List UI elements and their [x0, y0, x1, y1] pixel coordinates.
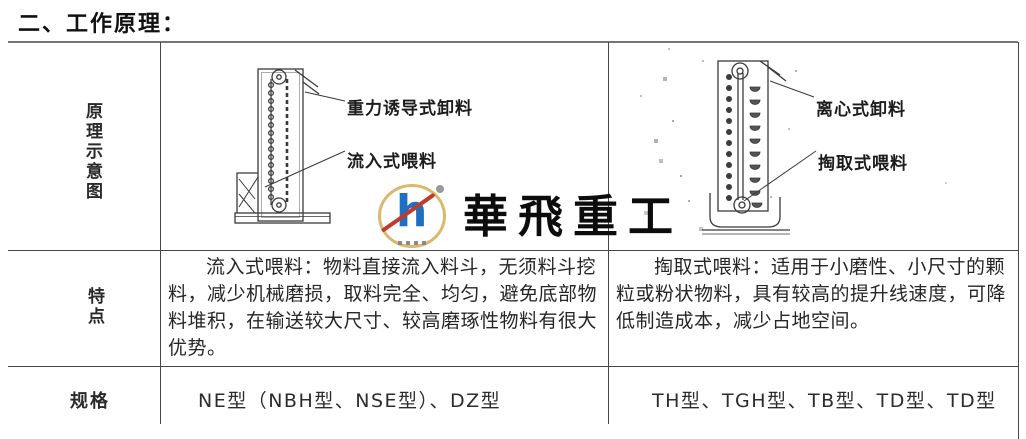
casing — [717, 60, 769, 212]
specs-left-models: NE型（NBH型、NSE型）、DZ型 — [198, 390, 502, 412]
bottom-pulley — [733, 196, 751, 214]
features-left-paragraph: 流入式喂料：物料直接流入料斗，无须料斗挖料，减少机械磨损，取料完全、均匀，避免底… — [168, 256, 598, 359]
specs-right-models: TH型、TGH型、TB型、TD型、TD型 — [652, 390, 997, 412]
brand-logo-ring-icon — [378, 184, 446, 248]
row-label-features: 特点 — [84, 287, 104, 327]
left-elevator-svg — [234, 68, 346, 224]
brand-logo-ball-icon — [436, 185, 444, 193]
row-divider-2 — [8, 366, 1018, 367]
chain-dots — [726, 74, 732, 201]
top-pulley — [731, 62, 749, 80]
buckets — [749, 86, 763, 208]
leader-discharge — [769, 80, 815, 98]
left-elevator-diagram — [225, 55, 395, 240]
right-elevator-svg — [702, 60, 817, 235]
left-feed-callout: 流入式喂料 — [347, 152, 437, 172]
brand-watermark-text: 華飛重工 — [463, 190, 684, 243]
table-top-border — [8, 41, 1018, 43]
boot — [709, 193, 781, 228]
base — [234, 212, 331, 224]
center-column-divider — [608, 42, 609, 424]
row-label-diagram: 原理示意图 — [82, 102, 102, 202]
right-discharge-callout: 离心式卸料 — [816, 100, 906, 120]
brand-logo-subtext-dots — [398, 241, 402, 245]
label-column-divider — [160, 42, 161, 424]
row-label-specs: 规格 — [70, 391, 110, 412]
discharge-spout — [759, 60, 787, 82]
page-title: 二、工作原理： — [18, 12, 187, 37]
leader-discharge — [304, 91, 346, 102]
right-elevator-diagram — [650, 55, 820, 240]
row-divider-1 — [8, 250, 1018, 251]
features-right-paragraph: 掏取式喂料：适用于小磨性、小尺寸的颗粒或粉状物料，具有较高的提升线速度，可降低制… — [616, 256, 1007, 332]
bottom-pulley — [271, 197, 287, 213]
leader-feed — [264, 150, 346, 188]
boot-hatch — [238, 176, 259, 214]
top-pulley — [271, 69, 287, 85]
boot-wall — [236, 172, 258, 213]
left-discharge-callout: 重力诱导式卸料 — [347, 99, 473, 119]
chain-links — [267, 81, 275, 201]
scan-noise-speckles — [0, 0, 2, 2]
right-feed-callout: 掏取式喂料 — [818, 154, 908, 174]
leader-feed — [743, 150, 817, 202]
table-right-border — [1018, 42, 1019, 439]
discharge-spout — [294, 69, 320, 95]
casing — [257, 68, 304, 222]
